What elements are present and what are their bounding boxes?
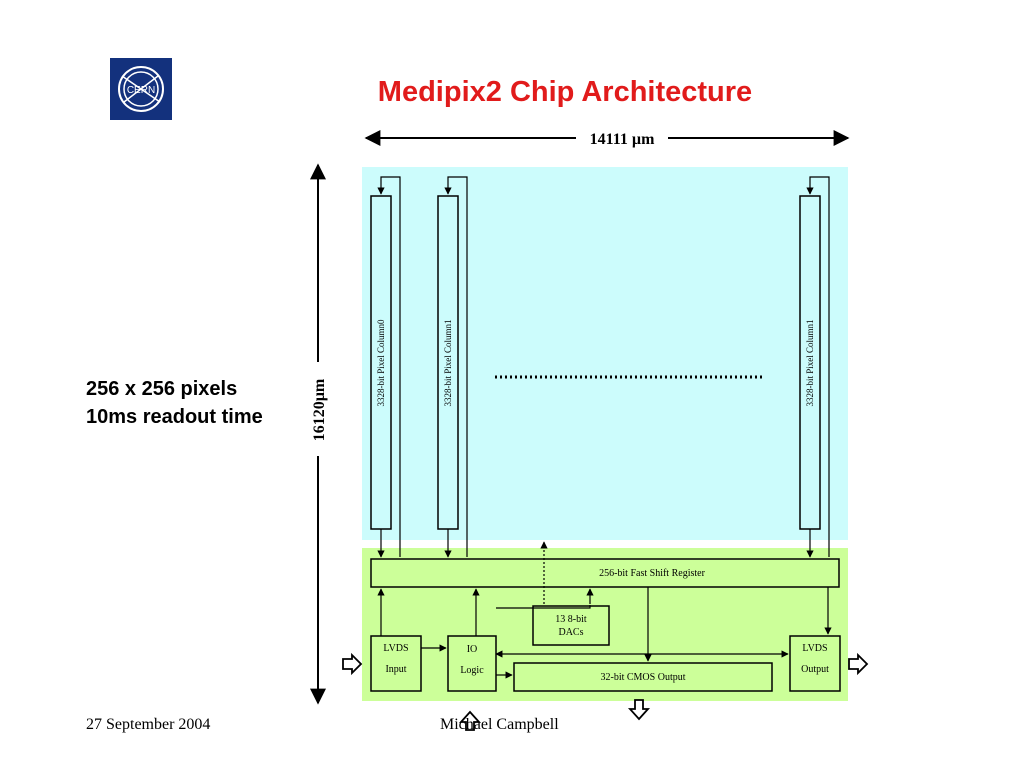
svg-text:CERN: CERN xyxy=(127,85,155,96)
svg-text:IO: IO xyxy=(467,644,478,655)
cern-logo: CERN xyxy=(110,58,172,120)
width-dimension: 14111 µm xyxy=(364,130,850,148)
pixel-column-label: 3328-bit Pixel Column1 xyxy=(443,319,453,406)
dacs-block: 13 8-bit DACs xyxy=(532,605,610,646)
slide-title: Medipix2 Chip Architecture xyxy=(377,76,753,108)
io-logic-block: IO Logic xyxy=(447,635,497,692)
width-label: 14111 µm xyxy=(590,131,655,148)
footer-author: Michael Campbell xyxy=(440,716,559,733)
svg-text:Logic: Logic xyxy=(460,665,484,676)
pixel-column-label: 3328-bit Pixel Column1 xyxy=(805,319,815,406)
lvds-output-block: LVDS Output xyxy=(789,635,841,692)
pixel-column-1: 3328-bit Pixel Column1 xyxy=(437,195,459,530)
io-arrows xyxy=(342,652,869,731)
svg-text:LVDS: LVDS xyxy=(802,643,827,654)
column-output-arrows xyxy=(377,529,814,558)
height-dimension: 16120µm xyxy=(310,163,328,705)
internal-connections xyxy=(377,541,832,679)
output-arrow-icon xyxy=(848,652,869,676)
pixel-column-label: 3328-bit Pixel Column0 xyxy=(376,319,386,407)
chip-stats: 256 x 256 pixels 10ms readout time xyxy=(86,375,263,431)
pixel-column-last: 3328-bit Pixel Column1 xyxy=(799,195,821,530)
cmos-output-block: 32-bit CMOS Output xyxy=(513,662,773,692)
shift-register-block: 256-bit Fast Shift Register xyxy=(370,558,840,588)
readout-time-text: 10ms readout time xyxy=(86,406,263,428)
svg-text:13 8-bit: 13 8-bit xyxy=(555,614,587,625)
column-loop-arrows xyxy=(377,176,830,557)
svg-text:Input: Input xyxy=(385,664,406,675)
cern-logo-graphic: CERN xyxy=(110,58,172,120)
shift-register-label: 256-bit Fast Shift Register xyxy=(599,568,706,579)
pixel-count-text: 256 x 256 pixels xyxy=(86,378,238,400)
svg-text:DACs: DACs xyxy=(558,627,583,638)
lvds-input-block: LVDS Input xyxy=(370,635,422,692)
svg-text:Output: Output xyxy=(801,664,829,675)
cmos-output-arrow-icon xyxy=(627,699,651,721)
pixel-column-0: 3328-bit Pixel Column0 xyxy=(370,195,392,530)
footer-date: 27 September 2004 xyxy=(86,716,211,733)
svg-text:32-bit CMOS Output: 32-bit CMOS Output xyxy=(600,672,685,683)
height-label: 16120µm xyxy=(311,378,328,441)
pixel-matrix-area xyxy=(362,167,848,540)
bottom-input-arrow-icon xyxy=(458,710,482,731)
svg-text:LVDS: LVDS xyxy=(383,643,408,654)
input-arrow-icon xyxy=(342,652,363,676)
